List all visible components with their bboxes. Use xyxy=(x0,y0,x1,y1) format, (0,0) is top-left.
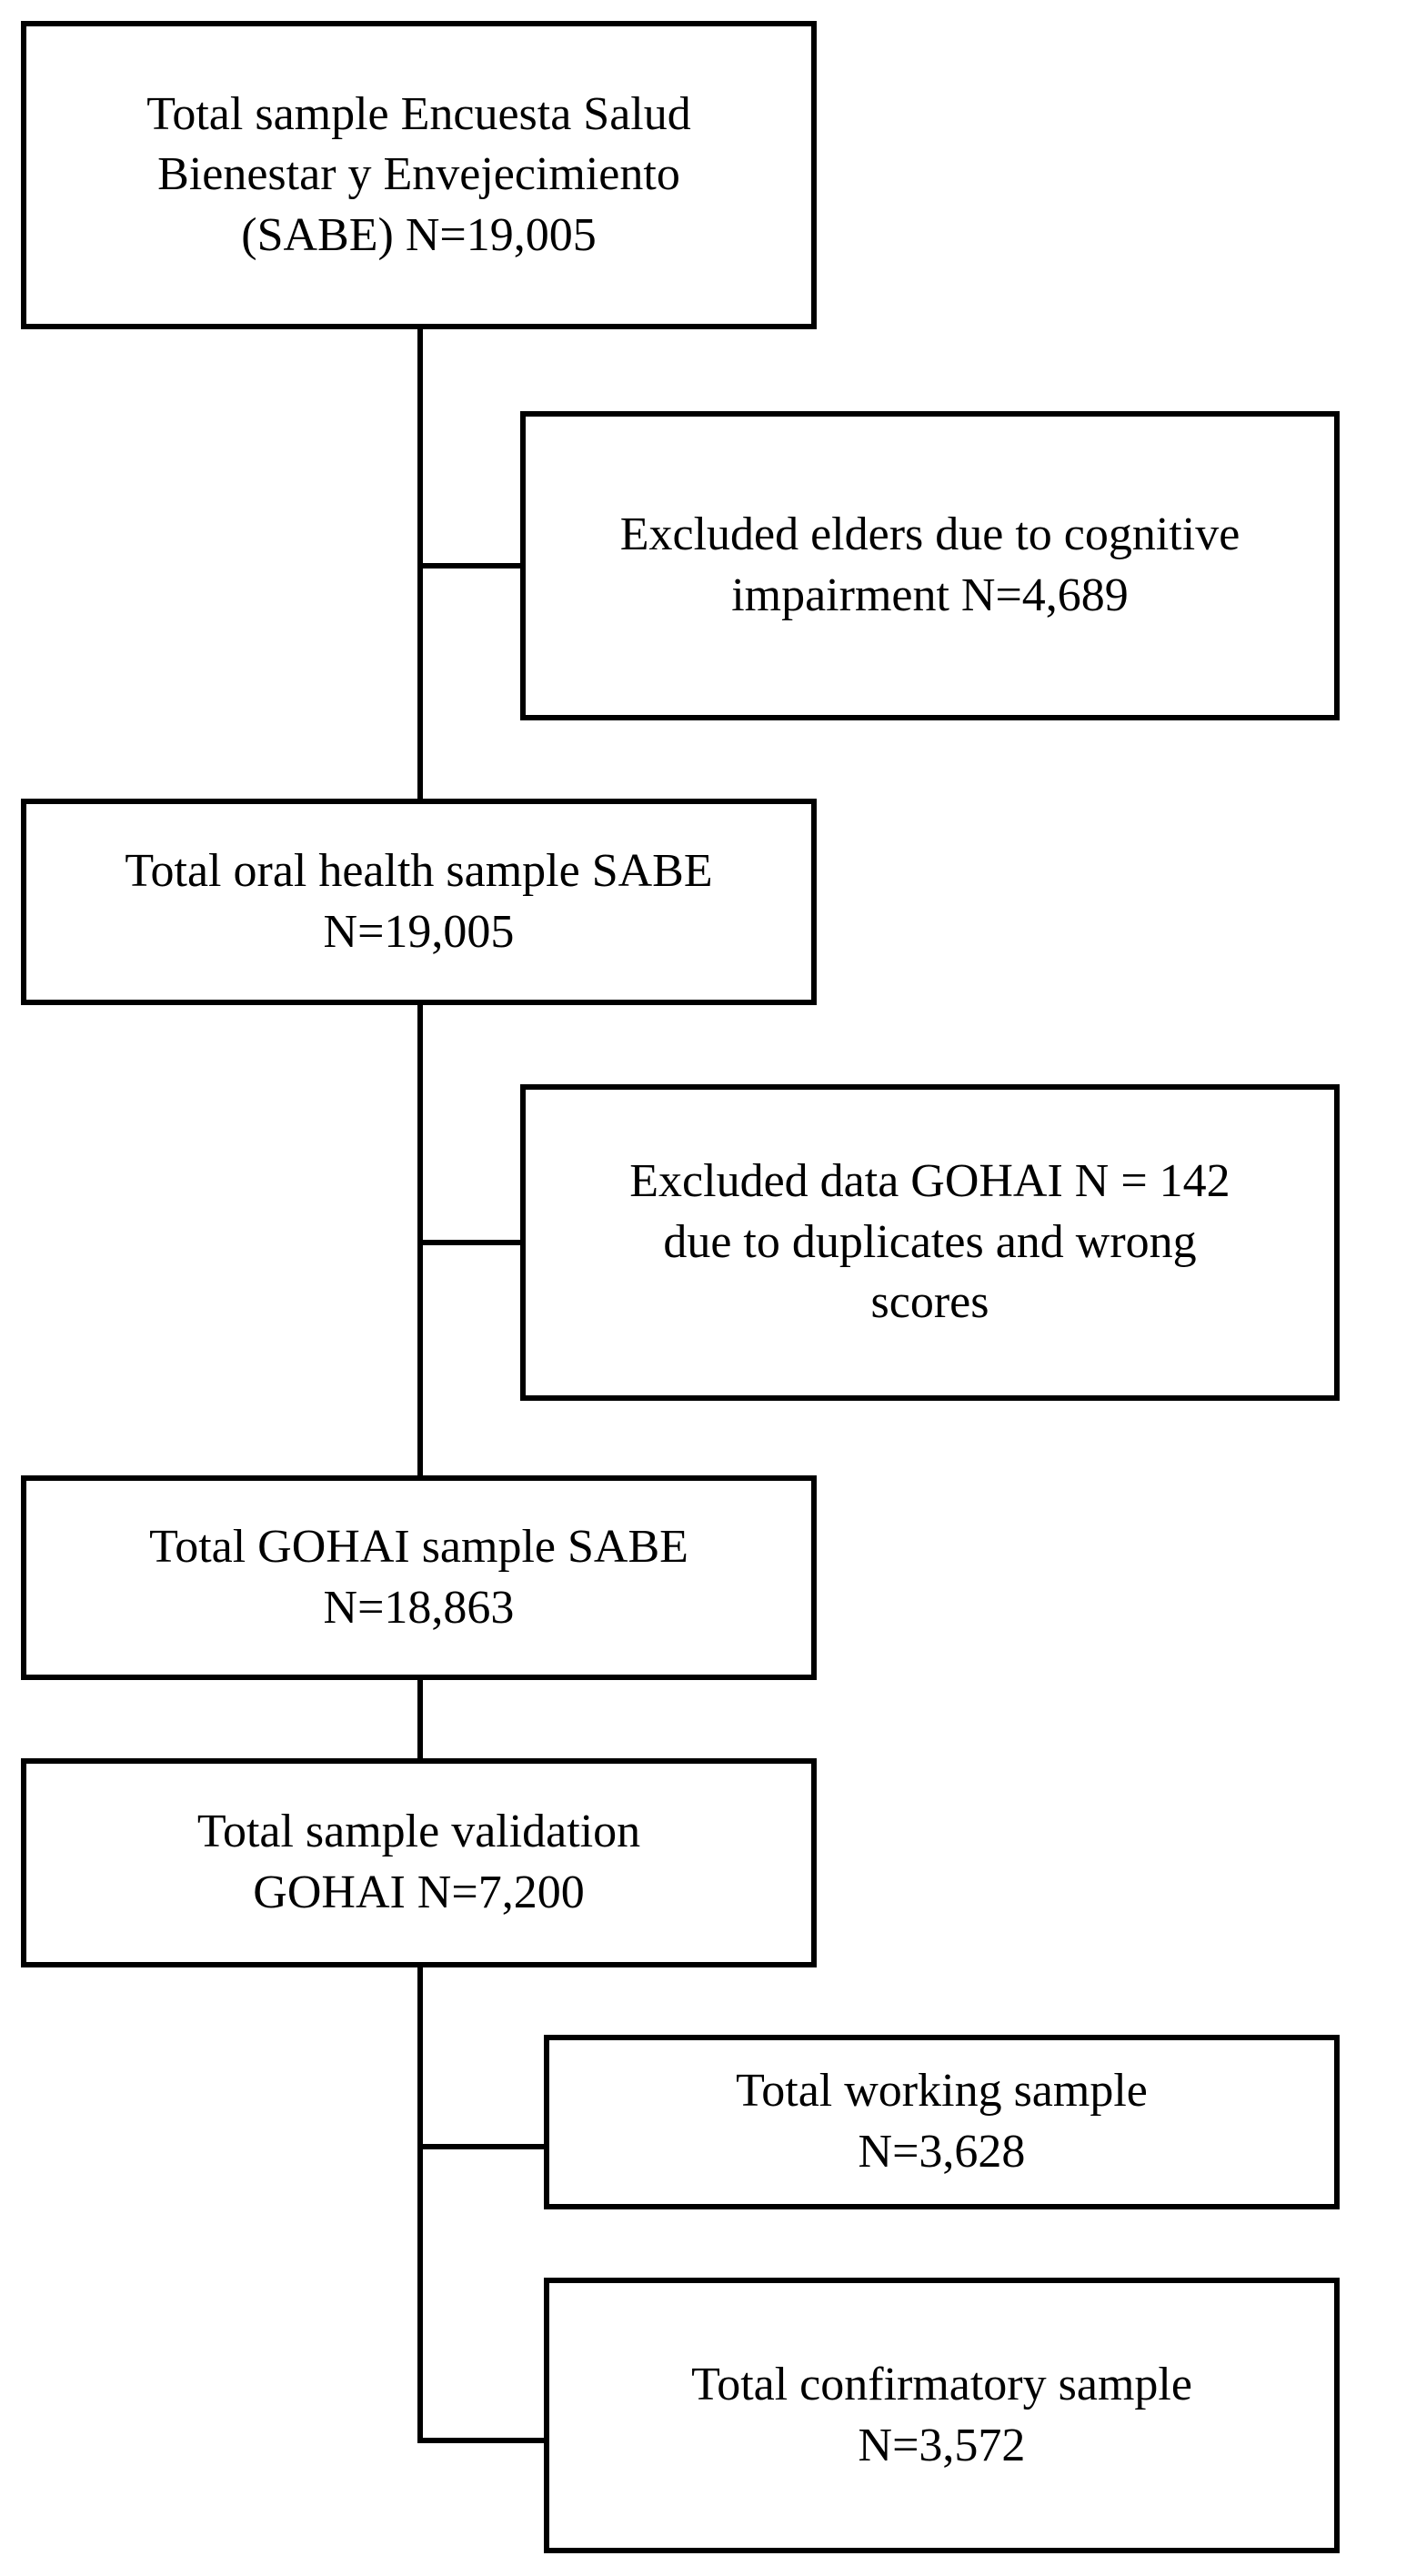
node-gohai-sample-label: Total GOHAI sample SABE N=18,863 xyxy=(149,1520,688,1634)
node-excluded-gohai-data-label: Excluded data GOHAI N = 142 due to dupli… xyxy=(629,1155,1230,1329)
connector-to-excluded-gohai xyxy=(417,1240,526,1245)
node-oral-health-sample-label: Total oral health sample SABE N=19,005 xyxy=(125,844,713,958)
node-total-sample-label: Total sample Encuesta Salud Bienestar y … xyxy=(146,87,691,261)
node-total-sample: Total sample Encuesta Salud Bienestar y … xyxy=(21,21,817,329)
connector-validation-spine xyxy=(417,1967,423,2443)
node-oral-health-sample: Total oral health sample SABE N=19,005 xyxy=(21,799,817,1005)
node-excluded-cognitive-label: Excluded elders due to cognitive impairm… xyxy=(619,508,1240,621)
node-confirmatory-sample-label: Total confirmatory sample N=3,572 xyxy=(691,2358,1192,2471)
connector-to-working-sample xyxy=(417,2144,549,2149)
node-excluded-cognitive: Excluded elders due to cognitive impairm… xyxy=(520,411,1340,720)
connector-to-confirmatory-sample xyxy=(417,2438,549,2443)
node-sample-validation: Total sample validation GOHAI N=7,200 xyxy=(21,1758,817,1967)
node-gohai-sample: Total GOHAI sample SABE N=18,863 xyxy=(21,1475,817,1680)
node-sample-validation-label: Total sample validation GOHAI N=7,200 xyxy=(196,1806,641,1918)
node-working-sample-label: Total working sample N=3,628 xyxy=(736,2065,1148,2178)
connector-gohai-sample-to-validation xyxy=(417,1680,423,1758)
node-confirmatory-sample: Total confirmatory sample N=3,572 xyxy=(544,2278,1340,2553)
node-working-sample: Total working sample N=3,628 xyxy=(544,2035,1340,2209)
connector-to-excluded-cognitive xyxy=(417,563,526,569)
node-excluded-gohai-data: Excluded data GOHAI N = 142 due to dupli… xyxy=(520,1084,1340,1401)
